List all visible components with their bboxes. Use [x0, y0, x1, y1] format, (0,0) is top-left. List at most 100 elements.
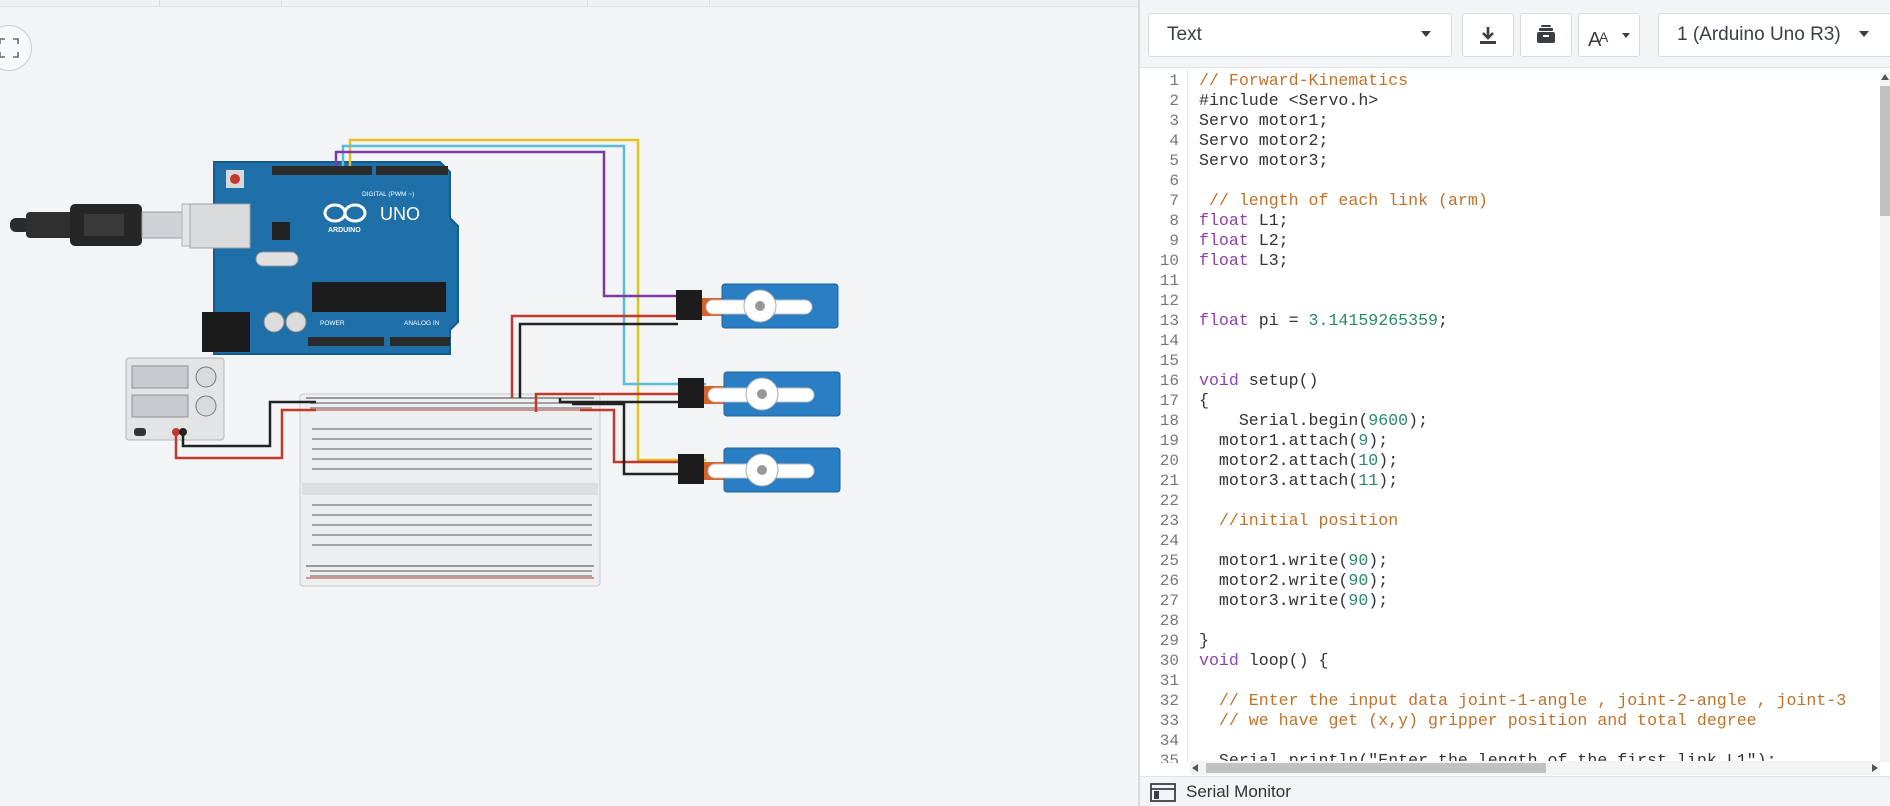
line-number: 21 [1159, 472, 1179, 490]
line-number: 24 [1159, 532, 1179, 550]
board-model-label: UNO [380, 204, 420, 224]
code-token: 10 [1358, 451, 1379, 470]
code-line: motor3.write(90); [1199, 591, 1388, 611]
code-token: 11 [1358, 471, 1379, 490]
line-number: 8 [1169, 212, 1179, 230]
device-dropdown[interactable]: 1 (Arduino Uno R3) [1658, 13, 1890, 57]
line-number: 26 [1159, 572, 1179, 590]
code-token: Servo motor3; [1199, 151, 1329, 170]
scroll-up-icon[interactable] [1881, 74, 1889, 80]
code-line: // we have get (x,y) gripper position an… [1199, 711, 1757, 731]
code-token: 9 [1358, 431, 1369, 450]
code-token: L3; [1248, 251, 1289, 270]
line-number: 31 [1159, 672, 1179, 690]
scroll-right-icon[interactable] [1872, 764, 1878, 772]
code-token: void [1199, 371, 1239, 390]
code-token: L1; [1248, 211, 1289, 230]
servo-motor-2[interactable] [678, 371, 841, 417]
code-token: loop() { [1238, 651, 1329, 670]
code-token: void [1199, 651, 1239, 670]
font-size-button[interactable]: A A [1578, 13, 1640, 57]
line-number: 17 [1159, 392, 1179, 410]
wires[interactable] [174, 138, 706, 476]
line-number: 16 [1159, 372, 1179, 390]
code-token: L2; [1248, 231, 1289, 250]
top-toolbar-strip [0, 0, 1138, 7]
code-token: 9600 [1368, 411, 1409, 430]
line-number: 32 [1159, 692, 1179, 710]
code-token: // length of each link (arm) [1199, 191, 1488, 210]
code-line: motor1.write(90); [1199, 551, 1388, 571]
code-line: float L3; [1199, 251, 1289, 271]
code-token: 90 [1348, 591, 1369, 610]
library-icon [1537, 25, 1555, 43]
panel-divider[interactable] [1138, 0, 1140, 806]
code-token: Serial.begin( [1199, 411, 1369, 430]
power-supply[interactable] [125, 357, 225, 441]
line-number: 20 [1159, 452, 1179, 470]
code-token: ); [1368, 551, 1389, 570]
download-icon [1480, 27, 1496, 44]
code-line: void setup() [1199, 371, 1319, 391]
code-token: // we have get (x,y) gripper position an… [1199, 711, 1757, 730]
chevron-down-icon [1859, 31, 1869, 37]
code-token: ); [1408, 411, 1429, 430]
code-token: // Enter the input data joint-1-angle , … [1199, 691, 1847, 710]
code-token: pi = [1248, 311, 1309, 330]
scroll-left-icon[interactable] [1192, 764, 1198, 772]
code-token: setup() [1238, 371, 1319, 390]
line-number: 19 [1159, 432, 1179, 450]
arduino-uno-board[interactable]: UNO ARDUINO DIGITAL (PWM ~) POWER ANALOG… [189, 161, 459, 355]
line-number: 1 [1169, 72, 1179, 90]
serial-monitor-bar[interactable]: Serial Monitor [1140, 776, 1890, 806]
line-number: 7 [1169, 192, 1179, 210]
chevron-down-icon [1622, 33, 1630, 38]
code-line: motor2.attach(10); [1199, 451, 1398, 471]
libraries-button[interactable] [1520, 13, 1572, 57]
code-token: ); [1378, 451, 1399, 470]
horizontal-scrollbar[interactable] [1190, 761, 1880, 775]
code-text-area[interactable]: // Forward-Kinematics#include <Servo.h>S… [1199, 69, 1890, 763]
code-token: Serial.println("Enter the length of the … [1199, 751, 1777, 763]
code-line: Servo motor1; [1199, 111, 1328, 131]
line-number: 9 [1169, 232, 1179, 250]
servo-motor-3[interactable] [678, 447, 841, 493]
chevron-down-icon [1421, 31, 1431, 37]
code-token: 90 [1348, 551, 1369, 570]
code-line: // Forward-Kinematics [1199, 71, 1408, 91]
line-number: 27 [1159, 592, 1179, 610]
line-number: 5 [1169, 152, 1179, 170]
code-line: Servo motor3; [1199, 151, 1328, 171]
code-line: float pi = 3.14159265359; [1199, 311, 1448, 331]
line-number: 10 [1159, 252, 1179, 270]
code-token: #include <Servo.h> [1199, 91, 1379, 110]
line-number: 2 [1169, 92, 1179, 110]
code-token: motor1.attach( [1199, 431, 1359, 450]
download-code-button[interactable] [1462, 13, 1514, 57]
digital-pins-label: DIGITAL (PWM ~) [362, 191, 414, 198]
code-token: float [1199, 251, 1249, 270]
vertical-scrollbar[interactable] [1880, 72, 1890, 762]
vertical-scroll-thumb[interactable] [1880, 86, 1890, 216]
breadboard[interactable] [299, 393, 601, 587]
horizontal-scroll-thumb[interactable] [1206, 763, 1546, 773]
code-mode-dropdown[interactable]: Text [1148, 13, 1452, 57]
line-number: 6 [1169, 172, 1179, 190]
line-number: 25 [1159, 552, 1179, 570]
device-value: 1 (Arduino Uno R3) [1677, 24, 1841, 45]
line-number: 33 [1159, 712, 1179, 730]
fit-view-button[interactable] [0, 25, 32, 71]
serial-monitor-label: Serial Monitor [1186, 781, 1291, 801]
code-panel: Text A A [1140, 0, 1890, 806]
code-line: Serial.begin(9600); [1199, 411, 1428, 431]
servo-motor-1[interactable] [676, 283, 839, 329]
power-pins-label: POWER [320, 320, 345, 327]
line-number: 23 [1159, 512, 1179, 530]
circuit-diagram[interactable]: UNO ARDUINO DIGITAL (PWM ~) POWER ANALOG… [0, 7, 1138, 806]
circuit-canvas[interactable]: UNO ARDUINO DIGITAL (PWM ~) POWER ANALOG… [0, 7, 1138, 806]
line-number: 29 [1159, 632, 1179, 650]
code-token: motor2.write( [1199, 571, 1349, 590]
